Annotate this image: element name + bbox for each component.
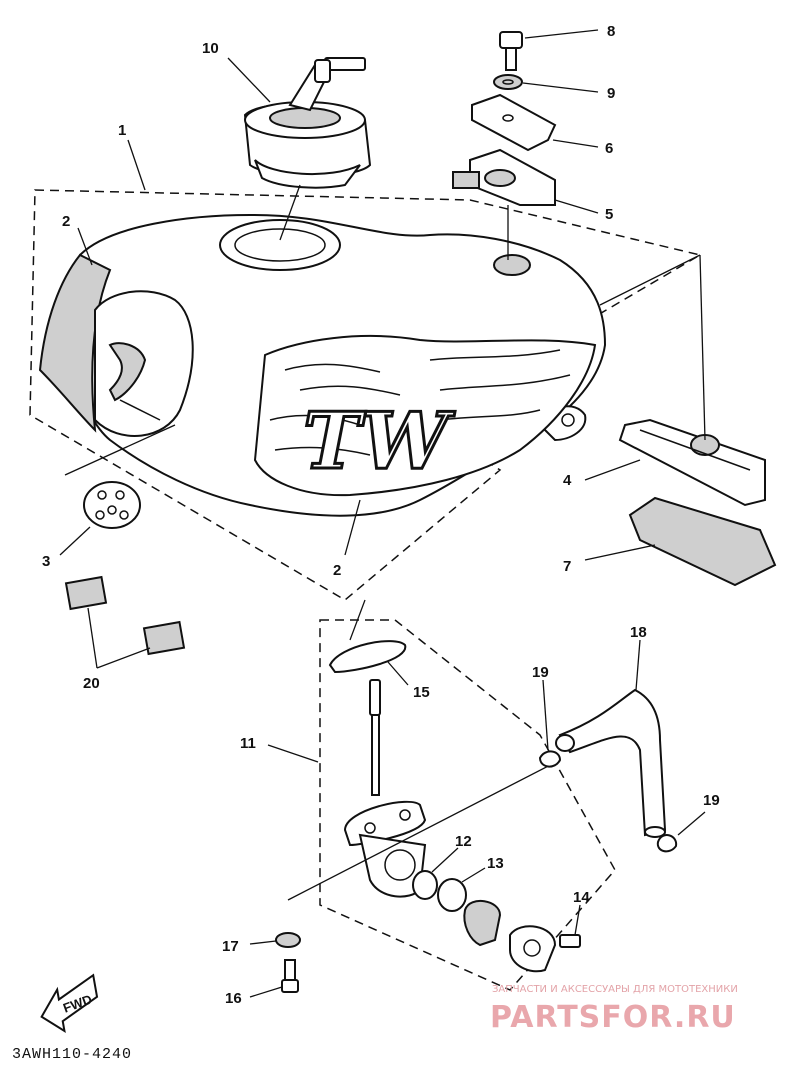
callout-18[interactable]: 18 (630, 624, 647, 641)
callout-2a[interactable]: 2 (62, 213, 70, 230)
callout-5[interactable]: 5 (605, 206, 613, 223)
hose-clip-19b[interactable] (656, 834, 678, 853)
callout-15[interactable]: 15 (413, 684, 430, 701)
callout-13[interactable]: 13 (487, 855, 504, 872)
screw-16[interactable] (281, 959, 299, 993)
callout-11[interactable]: 11 (240, 735, 256, 752)
o-ring-13[interactable] (437, 878, 467, 912)
callout-7[interactable]: 7 (563, 558, 571, 575)
callout-19b[interactable]: 19 (703, 792, 720, 809)
callout-17[interactable]: 17 (222, 938, 239, 955)
diagram-code: 3AWH110-4240 (12, 1046, 132, 1063)
lever-14[interactable] (463, 900, 502, 947)
callout-16[interactable]: 16 (225, 990, 242, 1007)
fuel-tank[interactable]: TW (38, 213, 607, 517)
bracket-6[interactable] (471, 93, 557, 152)
fwd-arrow-icon: FWD (40, 973, 99, 1034)
callout-19a[interactable]: 19 (532, 664, 549, 681)
mount-pad-4[interactable] (618, 418, 766, 507)
emblem-20a[interactable] (64, 575, 108, 611)
callout-3[interactable]: 3 (42, 553, 50, 570)
callout-14[interactable]: 14 (573, 889, 590, 906)
petcock-assembly-outline (319, 619, 616, 991)
damper-3[interactable] (83, 481, 141, 529)
hose-clip-19a[interactable] (538, 750, 562, 768)
tank-decal-logo: TW (303, 396, 456, 487)
filler-neck (219, 219, 341, 271)
callout-2b[interactable]: 2 (333, 562, 341, 579)
emblem-20b[interactable] (142, 620, 186, 656)
watermark-tagline: ЗАПЧАСТИ И АКСЕССУАРЫ ДЛЯ МОТОТЕХНИКИ (492, 984, 738, 995)
packing-12[interactable] (412, 870, 438, 900)
callout-4[interactable]: 4 (563, 472, 572, 489)
gasket-15[interactable] (328, 640, 407, 674)
washer-9[interactable] (493, 74, 523, 90)
damper-5[interactable] (452, 148, 556, 206)
tank-side-decal[interactable] (253, 335, 597, 497)
callout-12[interactable]: 12 (455, 833, 472, 850)
bolt-8[interactable] (499, 31, 523, 71)
washer-17[interactable] (275, 932, 301, 948)
screw-14[interactable] (559, 934, 581, 948)
callout-6[interactable]: 6 (605, 140, 613, 157)
callout-9[interactable]: 9 (607, 85, 615, 102)
fuel-hose-18[interactable] (555, 688, 667, 838)
callouts: 1 2 2 3 4 5 6 7 8 9 10 11 12 (42, 23, 720, 1007)
cover-plate[interactable] (509, 925, 557, 973)
seat-pad-7[interactable] (628, 496, 777, 587)
callout-8[interactable]: 8 (607, 23, 615, 40)
callout-20[interactable]: 20 (83, 675, 100, 692)
fuel-cap[interactable] (243, 57, 372, 189)
callout-1[interactable]: 1 (118, 122, 126, 139)
watermark-logo: PARTSFOR.RU (490, 1000, 736, 1035)
fuel-cock[interactable] (343, 679, 427, 898)
callout-10[interactable]: 10 (202, 40, 219, 57)
